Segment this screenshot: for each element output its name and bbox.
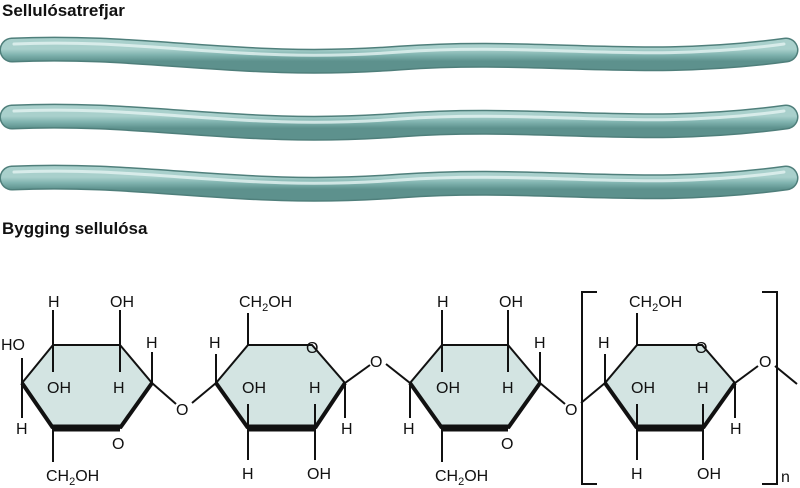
ring-3-h-top: H bbox=[437, 294, 449, 311]
repeat-brackets: n bbox=[581, 291, 790, 486]
ring-1-h-right: H bbox=[146, 335, 158, 352]
bridge-o-end: O bbox=[759, 354, 771, 371]
ring-1-labels: H OH H HO OH H H O CH2OH bbox=[1, 294, 158, 488]
ring-2-oh-inner: OH bbox=[242, 380, 266, 397]
ring-4-h-inner: H bbox=[697, 380, 709, 397]
glucose-ring-1 bbox=[20, 310, 177, 462]
ring-1-ho-left: HO bbox=[1, 337, 25, 354]
ring-4-h-left: H bbox=[598, 335, 610, 352]
ring-4-oh-inner: OH bbox=[631, 380, 655, 397]
glucose-ring-3 bbox=[408, 310, 566, 462]
repeat-n: n bbox=[781, 469, 790, 486]
ring-4-oh-bottom: OH bbox=[697, 466, 721, 483]
ring-4-h-bottom: H bbox=[631, 466, 643, 483]
ring-3-oh-inner: OH bbox=[436, 380, 460, 397]
ring-2-labels: CH2OH O H OH H H H OH bbox=[209, 294, 353, 483]
glycosidic-o-2: O bbox=[370, 354, 411, 384]
ring-2-h-right: H bbox=[341, 421, 353, 438]
fiber-3 bbox=[0, 164, 799, 202]
ring-2-h-bottom: H bbox=[242, 466, 254, 483]
ring-1-ring-o: O bbox=[112, 436, 124, 453]
ring-2-ring-o: O bbox=[306, 340, 318, 357]
glucose-ring-2 bbox=[214, 313, 371, 460]
ring-3-ch2oh: CH2OH bbox=[435, 468, 488, 488]
bridge-o-1: O bbox=[176, 402, 188, 419]
bridge-o-2: O bbox=[370, 354, 382, 371]
ring-3-oh-top: OH bbox=[499, 294, 523, 311]
ring-2-ch2oh: CH2OH bbox=[239, 294, 292, 314]
ring-3-labels: H OH H OH H H O CH2OH bbox=[403, 294, 546, 488]
ring-2-h-inner: H bbox=[309, 380, 321, 397]
ring-1-oh-top: OH bbox=[110, 294, 134, 311]
ring-4-h-right: H bbox=[730, 421, 742, 438]
glycosidic-o-1: O bbox=[176, 382, 217, 419]
fibrils-heading: Sellulósatrefjar bbox=[2, 1, 125, 20]
ring-1-ch2oh: CH2OH bbox=[46, 468, 99, 488]
structure-heading: Bygging sellulósa bbox=[2, 219, 148, 238]
ring-2-oh-bottom: OH bbox=[307, 466, 331, 483]
ring-3-h-right: H bbox=[534, 335, 546, 352]
bridge-o-3: O bbox=[565, 402, 577, 419]
ring-1-h-bottom: H bbox=[16, 421, 28, 438]
ring-3-h-inner: H bbox=[502, 380, 514, 397]
glycosidic-o-3: O bbox=[565, 382, 606, 419]
ring-4-labels: CH2OH O H OH H H H OH bbox=[598, 294, 742, 483]
fiber-2 bbox=[0, 103, 799, 141]
glycosidic-o-end: O bbox=[759, 354, 798, 385]
ring-1-h-inner: H bbox=[113, 380, 125, 397]
ring-4-ring-o: O bbox=[695, 340, 707, 357]
ring-3-ring-o: O bbox=[501, 436, 513, 453]
ring-4-ch2oh: CH2OH bbox=[629, 294, 682, 314]
ring-1-h-top: H bbox=[48, 294, 60, 311]
fiber-1 bbox=[0, 36, 799, 74]
ring-1-oh-inner: OH bbox=[47, 380, 71, 397]
ring-3-h-bottom: H bbox=[403, 421, 415, 438]
glucose-ring-4 bbox=[603, 313, 759, 460]
ring-2-h-left: H bbox=[209, 335, 221, 352]
